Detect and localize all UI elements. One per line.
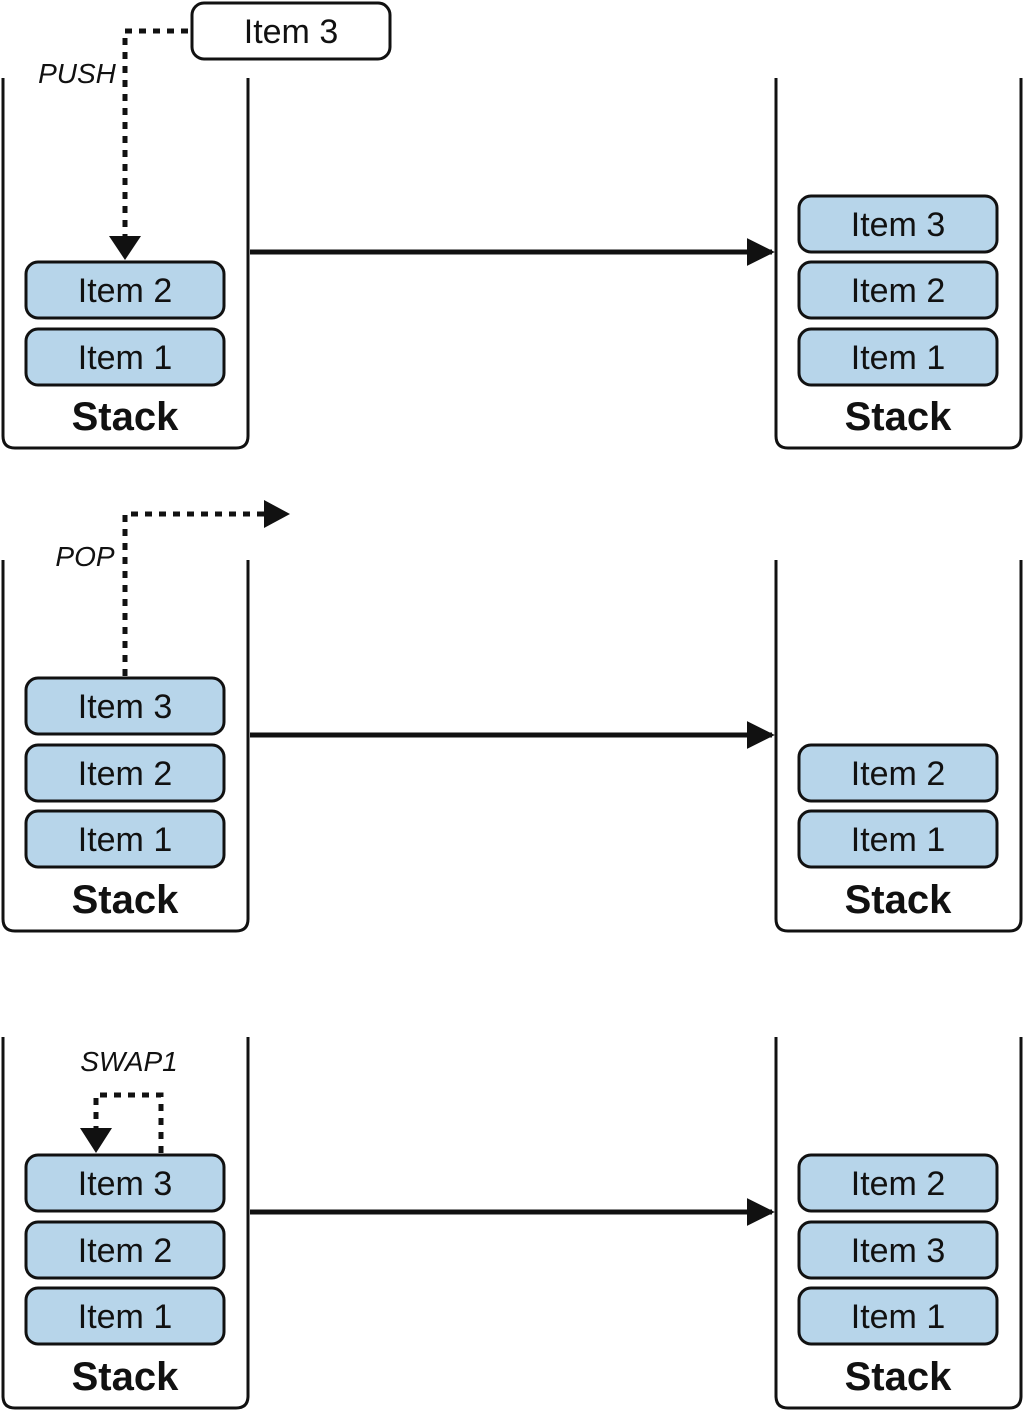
stack-item: Item 1 [24,1286,226,1346]
stack-item: Item 2 [24,1220,226,1280]
stack-item: Item 2 [797,1153,999,1213]
stack-label: Stack [845,1355,952,1399]
stack-item-label: Item 2 [78,272,172,310]
stack-item-label: Item 1 [78,821,172,859]
stack-item: Item 2 [797,743,999,803]
push-op-label: PUSH [38,58,117,89]
stack-label: Stack [845,395,952,439]
stack-item: Item 1 [24,327,226,387]
stack-item: Item 3 [797,1220,999,1280]
stack-label: Stack [72,395,179,439]
stack-item-label: Item 3 [78,688,172,726]
pop-arrowhead [264,500,290,528]
stack-container [1,1037,250,1410]
stack-item: Item 1 [797,327,999,387]
stack-item-label: Item 3 [851,206,945,244]
stack-item-label: Item 1 [851,339,945,377]
stack-item-label: Item 3 [78,1165,172,1203]
stack-item-label: Item 2 [851,272,945,310]
stack-item: Item 1 [797,1286,999,1346]
pop-op-label: POP [55,541,114,572]
stack-container [1,78,250,450]
push-path [122,28,188,238]
stack-item: Item 1 [24,809,226,869]
stack-label: Stack [72,1355,179,1399]
stack-item-label: Item 2 [851,1165,945,1203]
stack-item-label: Item 1 [851,1298,945,1336]
stack-item-label: Item 2 [78,755,172,793]
stack-item-label: Item 2 [851,755,945,793]
push-row: Item 3 PUSH Item 2 Item 1 Stack Item 3 I… [1,1,1023,450]
stack-label: Stack [845,878,952,922]
stack-container [1,560,250,933]
stack-item-label: Item 1 [851,821,945,859]
stack-item-label: Item 1 [78,1298,172,1336]
stack-item: Item 3 [24,1153,226,1213]
stack-item-label: Item 1 [78,339,172,377]
stack-item-label: Item 2 [78,1232,172,1270]
stack-label: Stack [72,878,179,922]
stack-item: Item 3 [797,194,999,254]
stack-item-label: Item 3 [851,1232,945,1270]
stack-item: Item 3 [24,676,226,736]
incoming-item-label: Item 3 [244,13,338,51]
stack-container [774,560,1023,933]
stack-item: Item 1 [797,809,999,869]
stack-container [774,1037,1023,1410]
stack-container [774,78,1023,450]
swap-op-label: SWAP1 [80,1046,178,1077]
pop-path [122,511,266,676]
swap-path [93,1092,164,1153]
swap-row: SWAP1 Item 3 Item 2 Item 1 Stack Item 2 … [1,1037,1023,1410]
stack-item: Item 2 [24,260,226,320]
swap-arrowhead [80,1128,112,1153]
push-arrowhead [109,236,141,260]
pop-row: POP Item 3 Item 2 Item 1 Stack Item 2 It… [1,500,1023,933]
stack-item: Item 2 [797,260,999,320]
incoming-item: Item 3 [190,1,392,61]
stack-item: Item 2 [24,743,226,803]
